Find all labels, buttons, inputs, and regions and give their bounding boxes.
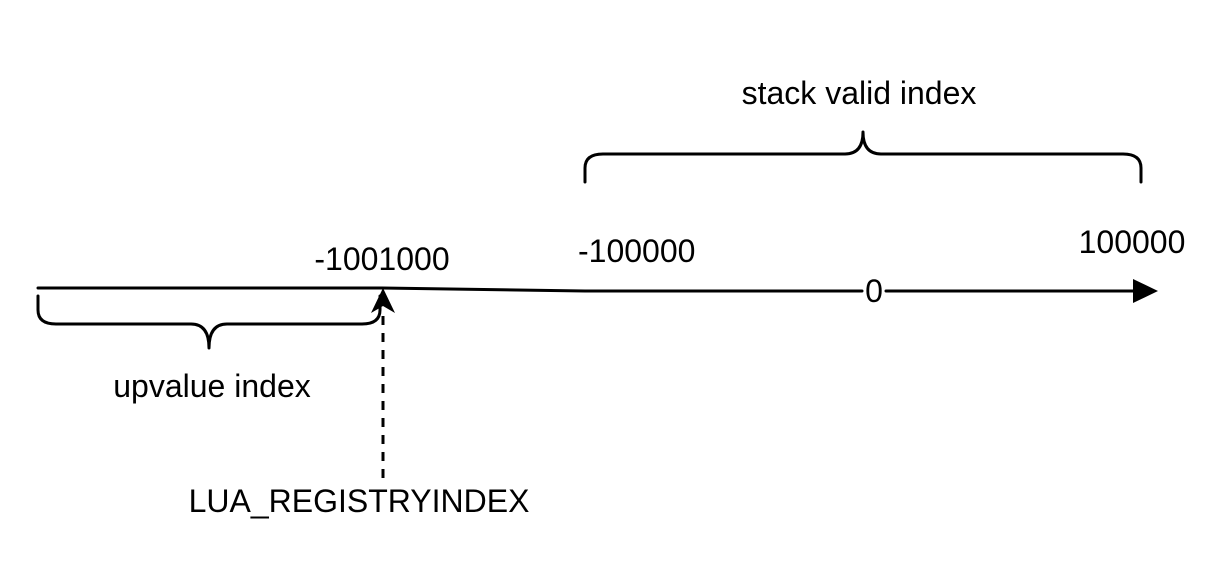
number-line <box>36 286 864 293</box>
tick-label-zero: 0 <box>865 273 883 309</box>
stack-valid-index-brace <box>583 130 1143 184</box>
stack-valid-index-label: stack valid index <box>742 75 977 111</box>
registry-pointer-arrowhead-icon <box>371 288 395 313</box>
upvalue-index-brace <box>36 294 382 350</box>
tick-label-neg-1001000: -1001000 <box>314 241 449 277</box>
number-line-arrowhead-icon <box>1133 279 1158 303</box>
registry-index-label: LUA_REGISTRYINDEX <box>189 483 530 519</box>
tick-label-neg-100000: -100000 <box>578 233 695 269</box>
upvalue-index-label: upvalue index <box>113 368 310 404</box>
tick-label-pos-100000: 100000 <box>1079 224 1186 260</box>
